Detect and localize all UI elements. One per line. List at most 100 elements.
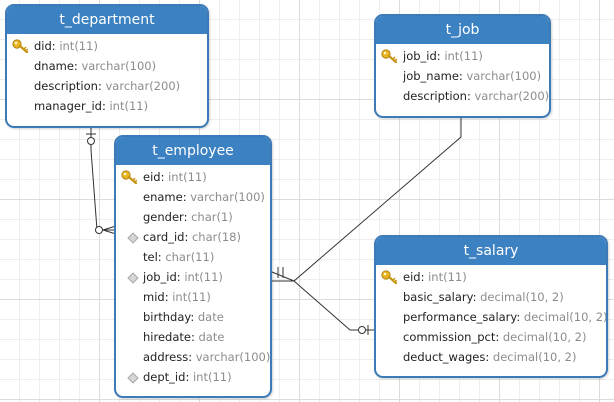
column-name: ename	[143, 190, 183, 204]
key-icon	[381, 270, 398, 285]
column-row[interactable]: job_name: varchar(100)	[376, 66, 549, 86]
column-row[interactable]: tel: char(11)	[116, 247, 270, 267]
column-type: char(18)	[191, 230, 241, 244]
column-separator: :	[182, 190, 191, 204]
entity-title: t_job	[376, 16, 549, 44]
column-name: eid	[403, 270, 421, 284]
column-type: int(11)	[172, 290, 211, 304]
key-icon	[121, 170, 138, 185]
column-row[interactable]: manager_id: int(11)	[7, 96, 207, 116]
column-name: commission_pct	[403, 330, 496, 344]
column-row[interactable]: job_id: int(11)	[116, 267, 270, 287]
column-type: date	[197, 310, 224, 324]
column-separator: :	[190, 310, 198, 324]
column-row[interactable]: dname: varchar(100)	[7, 56, 207, 76]
column-name: basic_salary	[403, 290, 473, 304]
entity-t_department[interactable]: t_department did: int(11)dname: varchar(…	[5, 4, 209, 128]
zero-circle-employee-dept	[95, 226, 103, 234]
entity-t_salary[interactable]: t_salary eid: int(11)basic_salary: decim…	[374, 235, 608, 378]
column-row[interactable]: address: varchar(100)	[116, 347, 270, 367]
column-type: varchar(200)	[474, 89, 550, 103]
column-type: int(11)	[192, 370, 232, 384]
column-type: varchar(100)	[466, 69, 542, 83]
column-name: performance_salary	[403, 310, 517, 324]
key-icon	[381, 49, 398, 64]
column-row[interactable]: mid: int(11)	[116, 287, 270, 307]
column-row[interactable]: description: varchar(200)	[376, 86, 549, 106]
column-name: eid	[143, 170, 161, 184]
column-separator: :	[190, 330, 199, 344]
column-separator: :	[458, 69, 467, 83]
column-row[interactable]: dept_id: int(11)	[116, 367, 270, 387]
column-separator: :	[420, 270, 429, 284]
column-separator: :	[101, 99, 110, 113]
column-type: char(1)	[191, 210, 233, 224]
column-name: tel	[143, 250, 158, 264]
column-name: did	[34, 39, 52, 53]
column-separator: :	[157, 250, 166, 264]
column-name: hiredate	[143, 330, 191, 344]
column-row[interactable]: ename: varchar(100)	[116, 187, 270, 207]
column-separator: :	[73, 59, 82, 73]
column-type: int(11)	[444, 49, 483, 63]
relationship-employee-salary	[272, 280, 376, 331]
entity-columns: job_id: int(11)job_name: varchar(100)des…	[376, 44, 549, 106]
diamond-icon	[127, 272, 139, 284]
column-separator: :	[164, 290, 173, 304]
column-name: dname	[34, 59, 74, 73]
column-name: job_id	[143, 270, 177, 284]
column-type: int(11)	[428, 270, 467, 284]
column-name: dept_id	[143, 370, 186, 384]
column-separator: :	[97, 79, 106, 93]
column-row[interactable]: eid: int(11)	[376, 267, 606, 287]
column-type: varchar(200)	[105, 79, 181, 93]
column-row[interactable]: hiredate: date	[116, 327, 270, 347]
column-row[interactable]: deduct_wages: decimal(10, 2)	[376, 347, 606, 367]
column-separator: :	[184, 230, 192, 244]
column-row[interactable]: card_id: char(18)	[116, 227, 270, 247]
column-name: birthday	[143, 310, 191, 324]
column-row[interactable]: did: int(11)	[7, 36, 207, 56]
column-row[interactable]: commission_pct: decimal(10, 2)	[376, 327, 606, 347]
column-type: int(11)	[109, 99, 149, 113]
column-name: gender	[143, 210, 184, 224]
column-separator: :	[485, 350, 493, 364]
zero-circle-salary	[358, 326, 366, 334]
column-name: job_name	[403, 69, 459, 83]
column-name: card_id	[143, 230, 185, 244]
column-row[interactable]: job_id: int(11)	[376, 46, 549, 66]
entity-t_employee[interactable]: t_employee eid: int(11)ename: varchar(10…	[114, 135, 272, 398]
column-separator: :	[51, 39, 60, 53]
diamond-icon	[127, 372, 139, 384]
entity-columns: eid: int(11)ename: varchar(100)gender: c…	[116, 165, 270, 387]
entity-title: t_department	[7, 6, 207, 34]
entity-title: t_employee	[116, 137, 270, 165]
column-type: int(11)	[168, 170, 207, 184]
entity-columns: did: int(11)dname: varchar(100)descripti…	[7, 34, 207, 116]
column-type: varchar(100)	[190, 190, 265, 204]
column-separator: :	[160, 170, 169, 184]
column-row[interactable]: description: varchar(200)	[7, 76, 207, 96]
column-separator: :	[436, 49, 445, 63]
column-row[interactable]: basic_salary: decimal(10, 2)	[376, 287, 606, 307]
column-type: char(11)	[165, 250, 215, 264]
zero-circle-department	[87, 137, 95, 145]
column-row[interactable]: performance_salary: decimal(10, 2)	[376, 307, 606, 327]
column-row[interactable]: birthday: date	[116, 307, 270, 327]
diamond-icon	[127, 232, 139, 244]
column-name: mid	[143, 290, 165, 304]
column-type: decimal(10, 2)	[523, 310, 608, 324]
entity-t_job[interactable]: t_job job_id: int(11)job_name: varchar(1…	[374, 14, 551, 118]
column-type: varchar(100)	[81, 59, 157, 73]
column-type: int(11)	[59, 39, 98, 53]
column-name: manager_id	[34, 99, 102, 113]
column-separator: :	[188, 350, 196, 364]
column-row[interactable]: eid: int(11)	[116, 167, 270, 187]
column-separator: :	[183, 210, 192, 224]
column-row[interactable]: gender: char(1)	[116, 207, 270, 227]
column-name: address	[143, 350, 189, 364]
column-separator: :	[466, 89, 475, 103]
column-name: description	[403, 89, 467, 103]
column-type: date	[198, 330, 225, 344]
